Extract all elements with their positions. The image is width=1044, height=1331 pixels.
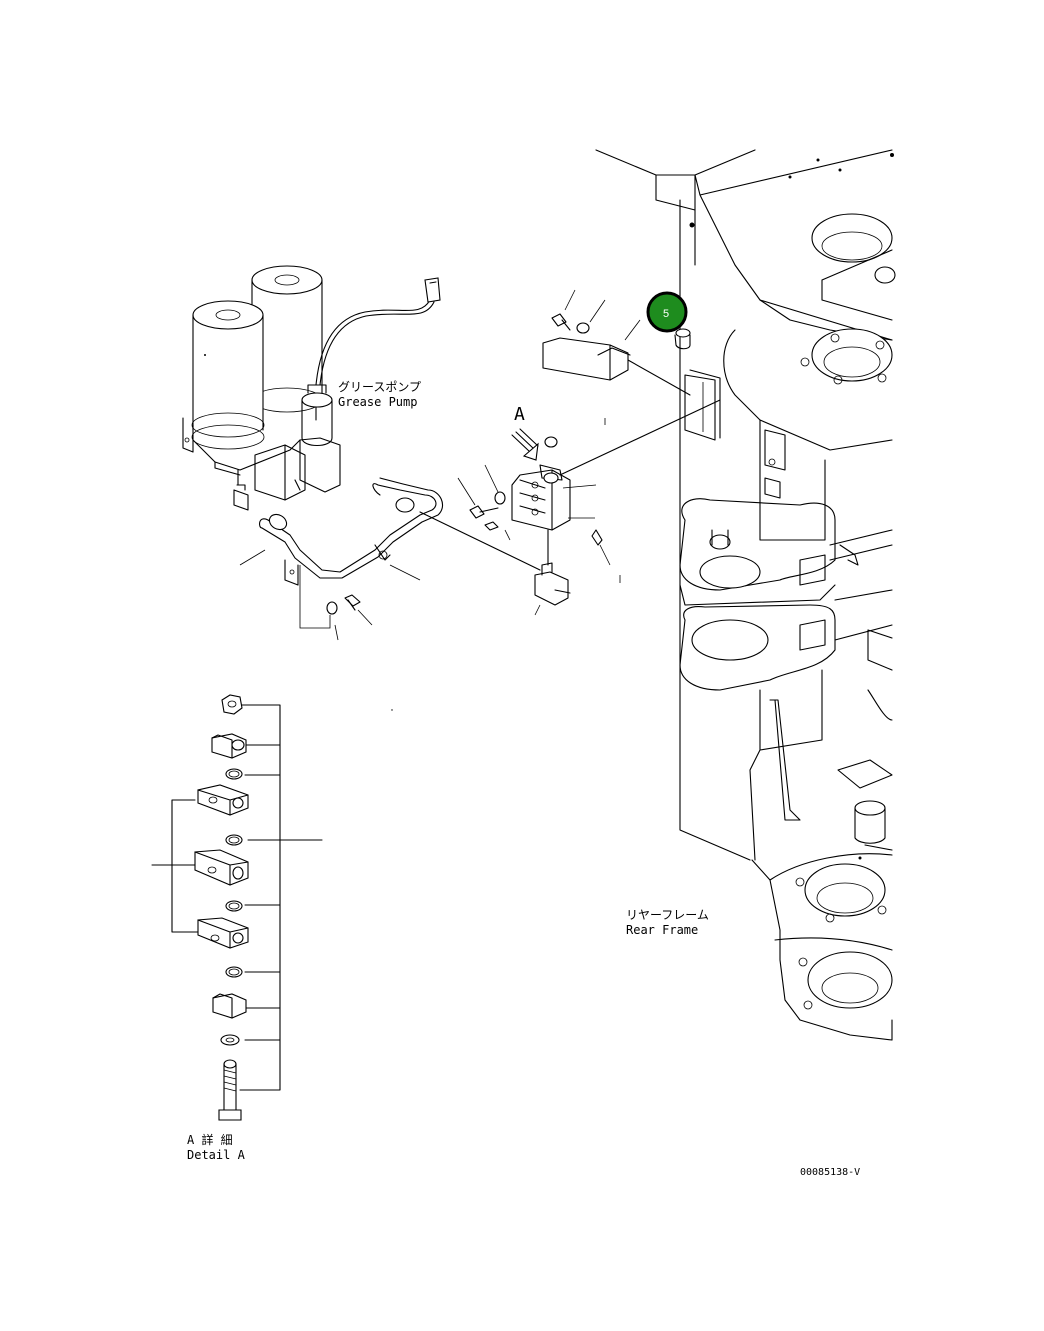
manifold-drawing — [469, 399, 721, 606]
rear-frame-label-jp: リヤーフレーム — [626, 908, 709, 922]
drawing-number: 00085138-V — [800, 1167, 861, 1178]
leader-lines — [239, 289, 641, 641]
grease-pipe-drawing — [258, 477, 541, 615]
detail-a-label-en: Detail A — [187, 1148, 245, 1162]
grease-pump-drawing — [182, 265, 441, 511]
rear-frame-drawing — [595, 149, 896, 1041]
callout-5[interactable]: 5 — [646, 291, 688, 333]
grease-pump-label-jp: グリースポンプ — [338, 380, 422, 394]
detail-a-label-jp: A 詳 細 — [187, 1133, 233, 1147]
view-a-label: A — [514, 404, 525, 425]
grease-pump-label-en: Grease Pump — [338, 395, 418, 409]
callout-5-number: 5 — [663, 308, 669, 320]
bracket-drawing — [542, 313, 691, 396]
detail-a-drawing — [151, 694, 323, 1121]
rear-frame-label-en: Rear Frame — [626, 923, 699, 937]
